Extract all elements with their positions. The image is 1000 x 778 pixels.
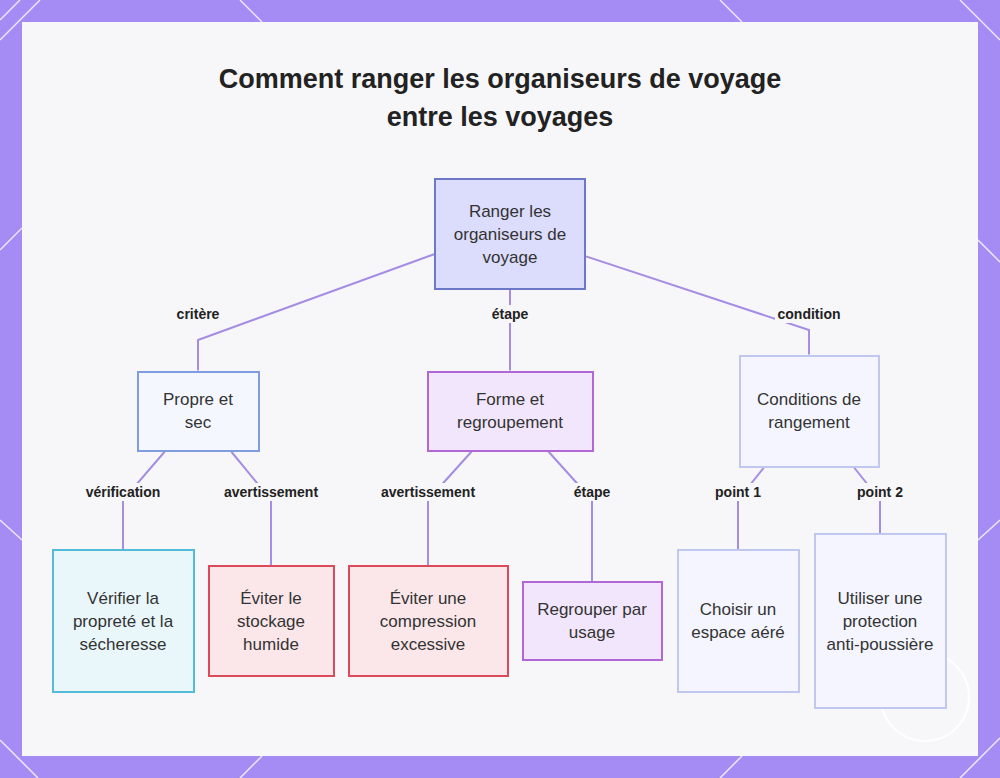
check-box: Vérifier la propreté et la sécheresse: [52, 549, 195, 693]
warning-box: Éviter le stockage humide: [208, 565, 335, 677]
diagram-title: Comment ranger les organiseurs de voyage…: [200, 60, 800, 136]
connector-line: [548, 452, 592, 582]
node-text: Forme et regroupement: [438, 388, 583, 434]
edge-label: vérification: [83, 483, 164, 501]
condition-box: Conditions de rangement: [739, 355, 880, 468]
node-text: Propre et sec: [148, 388, 249, 434]
edge-label: point 2: [854, 483, 906, 501]
root-box: Ranger les organiseurs de voyage: [434, 178, 586, 290]
connector-line: [428, 452, 472, 566]
node-text: Éviter le stockage humide: [219, 587, 324, 656]
edge-label: avertissement: [221, 483, 321, 501]
connector-line: [231, 452, 271, 566]
criterion-box: Propre et sec: [137, 371, 260, 452]
point-box: Utiliser une protection anti-poussière: [814, 533, 947, 709]
edge-label: avertissement: [378, 483, 478, 501]
connector-line: [738, 468, 764, 550]
step-box: Regrouper par usage: [522, 581, 663, 661]
edge-label: condition: [775, 305, 844, 323]
node-text: Ranger les organiseurs de voyage: [445, 200, 575, 269]
node-text: Éviter une compression excessive: [359, 587, 498, 656]
point-box: Choisir un espace aéré: [677, 549, 800, 693]
edge-label: critère: [174, 305, 223, 323]
warning-box: Éviter une compression excessive: [348, 565, 509, 677]
node-text: Choisir un espace aéré: [688, 598, 789, 644]
edge-label: étape: [571, 483, 614, 501]
card-ground: [22, 22, 978, 756]
edge-label: point 1: [712, 483, 764, 501]
node-text: Utiliser une protection anti-poussière: [825, 587, 936, 656]
node-text: Regrouper par usage: [533, 598, 652, 644]
node-text: Conditions de rangement: [750, 388, 869, 434]
node-text: Vérifier la propreté et la sécheresse: [63, 587, 184, 656]
connector-line: [509, 290, 511, 371]
step-box: Forme et regroupement: [427, 371, 594, 452]
connector-line: [198, 254, 434, 370]
edge-label: étape: [489, 305, 532, 323]
